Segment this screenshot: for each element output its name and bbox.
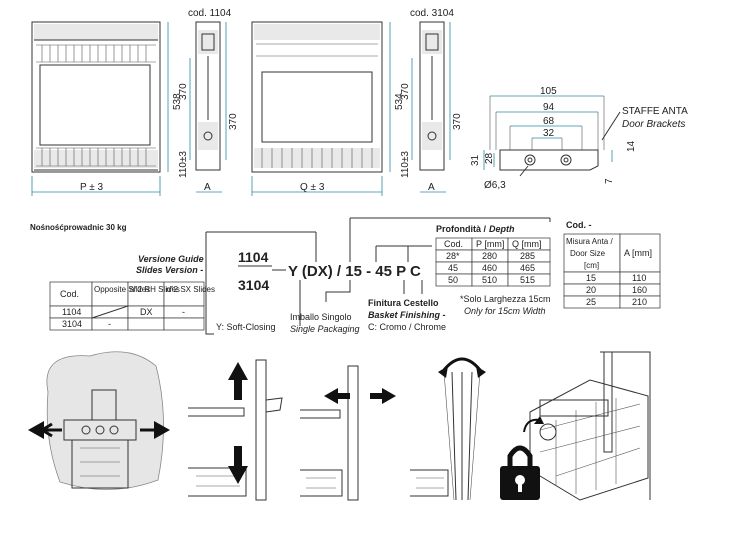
svg-text:Slides Version -: Slides Version - (136, 265, 203, 275)
svg-text:510: 510 (482, 275, 497, 285)
svg-text:3104: 3104 (62, 319, 82, 329)
svg-text:31: 31 (470, 154, 481, 166)
load-capacity-label: Nośnośćprowadnic 30 kg (30, 223, 127, 232)
dimension-538: 538 (167, 22, 183, 172)
door-bracket-drawing: 105 94 68 32 31 28 14 7 Ø6,3 STAFFE ANTA… (470, 86, 688, 191)
svg-text:110±3: 110±3 (400, 151, 411, 178)
svg-text:cod. 3104: cod. 3104 (410, 8, 454, 19)
svg-text:515: 515 (520, 275, 535, 285)
curved-arrow-icon (442, 357, 482, 371)
svg-text:Q [mm]: Q [mm] (512, 239, 542, 249)
svg-text:28: 28 (484, 152, 495, 164)
svg-text:P ± 3: P ± 3 (80, 182, 104, 193)
svg-text:Versione Guide: Versione Guide (138, 254, 204, 264)
svg-text:DX: DX (140, 307, 153, 317)
svg-text:50: 50 (448, 275, 458, 285)
arrow-up-icon (228, 362, 248, 380)
svg-text:C: Cromo / Chrome: C: Cromo / Chrome (368, 322, 446, 332)
svg-text:A [mm]: A [mm] (624, 248, 652, 258)
svg-text:94: 94 (543, 102, 555, 113)
svg-text:Door Size: Door Size (570, 249, 606, 258)
svg-text:20: 20 (586, 285, 596, 295)
svg-text:3104: 3104 (238, 277, 269, 293)
svg-text:370: 370 (452, 113, 463, 130)
svg-text:7: 7 (604, 178, 615, 184)
svg-text:1104: 1104 (238, 249, 269, 265)
arrow-down-icon (228, 466, 248, 484)
svg-text:110: 110 (632, 273, 646, 283)
svg-text:cod. 1104: cod. 1104 (188, 8, 232, 19)
svg-text:465: 465 (520, 263, 535, 273)
svg-text:Profondità /: Profondità / (436, 224, 486, 234)
svg-text:370: 370 (228, 113, 239, 130)
svg-text:-: - (108, 319, 111, 329)
svg-text:A: A (428, 182, 435, 193)
svg-text:Misura Anta /: Misura Anta / (566, 237, 613, 246)
svg-text:Q ± 3: Q ± 3 (300, 182, 325, 193)
padlock-icon (500, 445, 540, 500)
svg-text:P [mm]: P [mm] (476, 239, 504, 249)
svg-text:Depth: Depth (489, 224, 515, 234)
svg-text:370: 370 (178, 83, 189, 100)
dimension-534: 534 (389, 22, 405, 172)
svg-text:Finitura Cestello: Finitura Cestello (368, 298, 439, 308)
door-size-table: Cod. - Misura Anta / Door Size [cm] A [m… (563, 220, 661, 309)
svg-text:Cod.: Cod. (444, 239, 463, 249)
dimension-width-p: P ± 3 (31, 176, 161, 196)
arrow-right-icon (382, 388, 396, 404)
illustration-depth-adjustment (300, 365, 396, 501)
svg-text:160: 160 (632, 285, 647, 295)
arrow-left-icon-2 (324, 388, 338, 404)
svg-text:Single Packaging: Single Packaging (290, 324, 360, 334)
svg-text:Cod. -: Cod. - (566, 220, 592, 230)
svg-text:15: 15 (586, 273, 596, 283)
svg-text:45: 45 (448, 263, 458, 273)
svg-text:Imballo Singolo: Imballo Singolo (290, 312, 352, 322)
basket-1104-front-view (31, 21, 161, 173)
svg-text:280: 280 (482, 251, 497, 261)
svg-text:Opposite Slides: Opposite Slides (94, 285, 150, 294)
slides-version-table: Cod. Opposite Slides n°2 RH Slides n°2 S… (49, 281, 215, 331)
svg-text:285: 285 (520, 251, 535, 261)
svg-text:105: 105 (540, 86, 557, 97)
illustration-basket-lock (500, 351, 651, 501)
svg-text:1104: 1104 (62, 307, 81, 317)
svg-text:534: 534 (394, 93, 405, 110)
svg-text:14: 14 (626, 140, 637, 152)
svg-text:25: 25 (586, 297, 596, 307)
svg-text:[cm]: [cm] (584, 261, 599, 270)
side-view-3104: cod. 3104 370 370 110±3 A (400, 8, 463, 193)
svg-text:370: 370 (400, 83, 411, 100)
svg-text:110±3: 110±3 (178, 151, 189, 178)
svg-text:-: - (182, 307, 185, 317)
svg-text:Cod.: Cod. (60, 289, 79, 299)
svg-text:Ø6,3: Ø6,3 (484, 180, 506, 191)
depth-table: Profondità / Depth Cod. P [mm] Q [mm] 28… (435, 224, 551, 287)
svg-text:Only for 15cm Width: Only for 15cm Width (464, 306, 545, 316)
svg-text:Door Brackets: Door Brackets (622, 119, 685, 130)
svg-text:28*: 28* (446, 251, 460, 261)
svg-text:Basket Finishing -: Basket Finishing - (368, 310, 446, 320)
svg-text:STAFFE ANTA: STAFFE ANTA (622, 106, 688, 117)
product-code-diagram: 1104 3104 Y (DX) / 15 - 45 P C Versione … (136, 217, 551, 335)
svg-text:Y: Soft-Closing: Y: Soft-Closing (216, 322, 276, 332)
svg-text:A: A (204, 182, 211, 193)
svg-text:32: 32 (543, 128, 555, 139)
svg-text:*Solo Larghezza 15cm: *Solo Larghezza 15cm (460, 294, 551, 304)
svg-text:n°2 RH Slides: n°2 RH Slides (130, 285, 180, 294)
svg-text:Y (DX) / 15 - 45 P C: Y (DX) / 15 - 45 P C (288, 263, 421, 280)
illustration-lateral-adjustment (28, 351, 170, 490)
svg-text:68: 68 (543, 116, 555, 127)
svg-text:538: 538 (172, 93, 183, 110)
basket-3104-front-view (251, 21, 383, 173)
dimension-width-q: Q ± 3 (251, 176, 383, 196)
svg-text:n°2 SX Slides: n°2 SX Slides (166, 285, 215, 294)
illustration-vertical-adjustment (188, 359, 283, 501)
svg-text:460: 460 (482, 263, 497, 273)
svg-text:210: 210 (632, 297, 647, 307)
illustration-tilt-adjustment (410, 357, 486, 501)
side-view-1104: cod. 1104 370 370 110±3 A (178, 8, 239, 193)
